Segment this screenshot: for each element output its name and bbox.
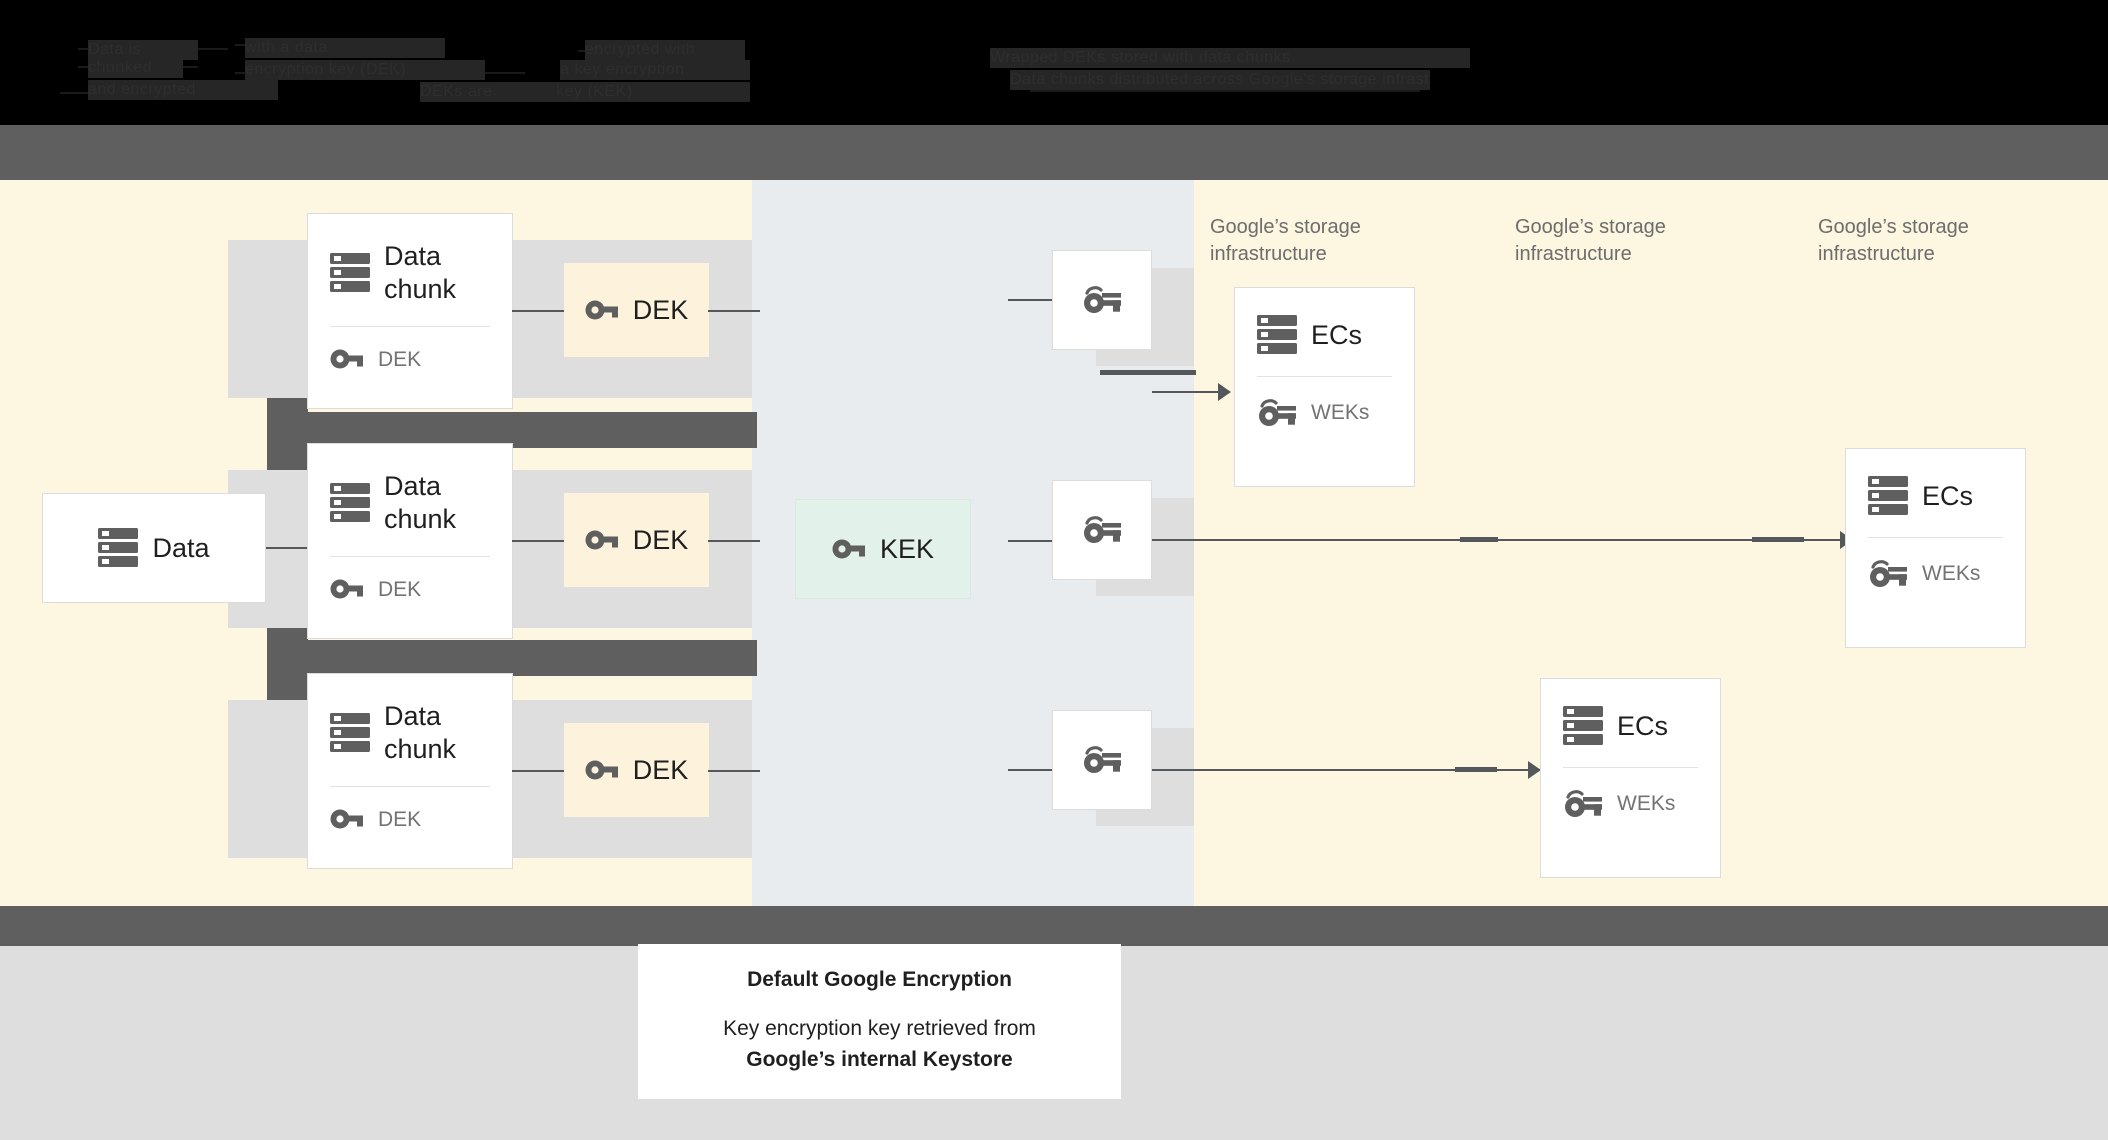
arrow-head-bottom xyxy=(1528,761,1541,779)
legend-line-2: Google’s internal Keystore xyxy=(746,1047,1013,1071)
top-gray-band xyxy=(0,125,2108,180)
dek-sublabel: DEK xyxy=(378,577,422,601)
arrow-shaft-top xyxy=(1152,391,1220,393)
ec-box-label: ECs xyxy=(1617,710,1669,741)
header-text-3: with a data xyxy=(245,38,445,58)
arrow-head-top xyxy=(1218,383,1231,401)
data-chunk-card-1[interactable]: Data chunk DEK xyxy=(307,213,513,409)
header-text-4: encryption key (DEK) xyxy=(245,60,485,80)
data-box[interactable]: Data xyxy=(42,493,266,603)
weks-sublabel: WEKs xyxy=(1311,401,1370,425)
ec-box-label: ECs xyxy=(1922,480,1974,511)
key-icon xyxy=(832,538,866,560)
header-text-10: Data chunks distributed across Google's … xyxy=(1010,70,1430,90)
arrow-shaft-bottom-thick xyxy=(1455,767,1497,772)
legend-line-1: Key encryption key retrieved from xyxy=(723,1017,1036,1041)
arrow-shaft-middle-thick-2 xyxy=(1752,537,1804,542)
dek-sublabel: DEK xyxy=(378,347,422,371)
wrapped-key-box-2[interactable] xyxy=(1052,480,1152,580)
dek-card-label: DEK xyxy=(632,294,689,325)
wrapped-key-icon xyxy=(1563,788,1603,820)
wrapped-key-box-3[interactable] xyxy=(1052,710,1152,810)
wrapped-key-icon xyxy=(1868,558,1908,590)
data-chunk-label: Data chunk xyxy=(384,471,457,534)
kek-card-label: KEK xyxy=(879,533,935,564)
legend-body: Key encryption key retrieved from Google… xyxy=(723,1014,1036,1075)
ec-box-3[interactable]: ECs WEKs xyxy=(1540,678,1721,878)
ec-box-1[interactable]: ECs WEKs xyxy=(1234,287,1415,487)
ec-box-2[interactable]: ECs WEKs xyxy=(1845,448,2026,648)
key-icon xyxy=(330,348,364,370)
card-divider xyxy=(1563,767,1698,768)
connector-chunk2-dek2 xyxy=(512,540,564,542)
ec-box-label: ECs xyxy=(1311,319,1363,350)
connector-dek1-out xyxy=(708,310,760,312)
fanout-bracket-arm-2 xyxy=(267,640,757,676)
legend-box: Default Google Encryption Key encryption… xyxy=(638,944,1121,1099)
wrapped-key-icon xyxy=(1082,514,1122,546)
data-chunk-label: Data chunk xyxy=(384,241,457,304)
wrapped-key-icon xyxy=(1257,397,1297,429)
key-icon xyxy=(585,529,619,551)
header-text-9: Wrapped DEKs stored with data chunks xyxy=(990,48,1470,68)
dek-card-3[interactable]: DEK xyxy=(564,723,709,817)
card-divider xyxy=(1868,537,2003,538)
connector-to-wrapkey-3 xyxy=(1008,769,1052,771)
server-icon xyxy=(1868,475,1908,517)
wrapped-key-icon xyxy=(1082,284,1122,316)
header-text-7: a key encryption xyxy=(560,60,750,80)
legend-title: Default Google Encryption xyxy=(747,968,1012,992)
connector-data-to-bracket xyxy=(266,547,314,549)
header-text-1: chunked xyxy=(88,58,183,78)
card-divider xyxy=(330,555,490,557)
storage-caption-2: Google’s storage infrastructure xyxy=(1515,216,1666,265)
card-divider xyxy=(1257,376,1392,377)
arrow-shaft-bottom xyxy=(1152,769,1540,771)
weks-sublabel: WEKs xyxy=(1617,792,1676,816)
header-text-0: Data is xyxy=(88,40,198,60)
bottom-gray-band xyxy=(0,906,2108,946)
header-text-2: and encrypted xyxy=(88,80,278,100)
header-text-6: encrypted with xyxy=(585,40,745,60)
connector-to-wrapkey-1 xyxy=(1008,299,1052,301)
dek-card-1[interactable]: DEK xyxy=(564,263,709,357)
key-icon xyxy=(330,578,364,600)
key-icon xyxy=(330,808,364,830)
storage-caption-1: Google’s storage infrastructure xyxy=(1210,216,1361,265)
dek-card-label: DEK xyxy=(632,524,689,555)
connector-chunk1-dek1 xyxy=(512,310,564,312)
server-icon xyxy=(330,252,370,294)
kek-card[interactable]: KEK xyxy=(795,499,971,599)
storage-caption-3: Google’s storage infrastructure xyxy=(1818,216,1969,265)
dek-card-label: DEK xyxy=(632,754,689,785)
data-chunk-card-3[interactable]: Data chunk DEK xyxy=(307,673,513,869)
server-icon xyxy=(330,712,370,754)
dek-sublabel: DEK xyxy=(378,807,422,831)
card-divider xyxy=(330,325,490,327)
data-box-label: Data xyxy=(152,532,210,563)
connector-chunk3-dek3 xyxy=(512,770,564,772)
data-chunk-card-2[interactable]: Data chunk DEK xyxy=(307,443,513,639)
arrow-shaft-top-thick xyxy=(1100,370,1196,375)
dek-card-2[interactable]: DEK xyxy=(564,493,709,587)
connector-dek3-out xyxy=(708,770,760,772)
connector-kek-to-wrapkey xyxy=(1008,540,1052,542)
wrapped-key-icon xyxy=(1082,744,1122,776)
key-icon xyxy=(585,299,619,321)
key-icon xyxy=(585,759,619,781)
server-icon xyxy=(1563,705,1603,747)
fanout-bracket-arm-1 xyxy=(267,412,757,448)
wrapped-key-box-1[interactable] xyxy=(1052,250,1152,350)
server-icon xyxy=(98,527,139,569)
connector-dek2-out xyxy=(708,540,760,542)
server-icon xyxy=(1257,314,1297,356)
weks-sublabel: WEKs xyxy=(1922,562,1981,586)
header-text-8: key (KEK) xyxy=(556,82,746,102)
card-divider xyxy=(330,785,490,787)
server-icon xyxy=(330,482,370,524)
data-chunk-label: Data chunk xyxy=(384,701,457,764)
arrow-shaft-middle-thick-1 xyxy=(1460,537,1498,542)
page-header: Data is chunked and encrypted with a dat… xyxy=(0,0,2108,125)
